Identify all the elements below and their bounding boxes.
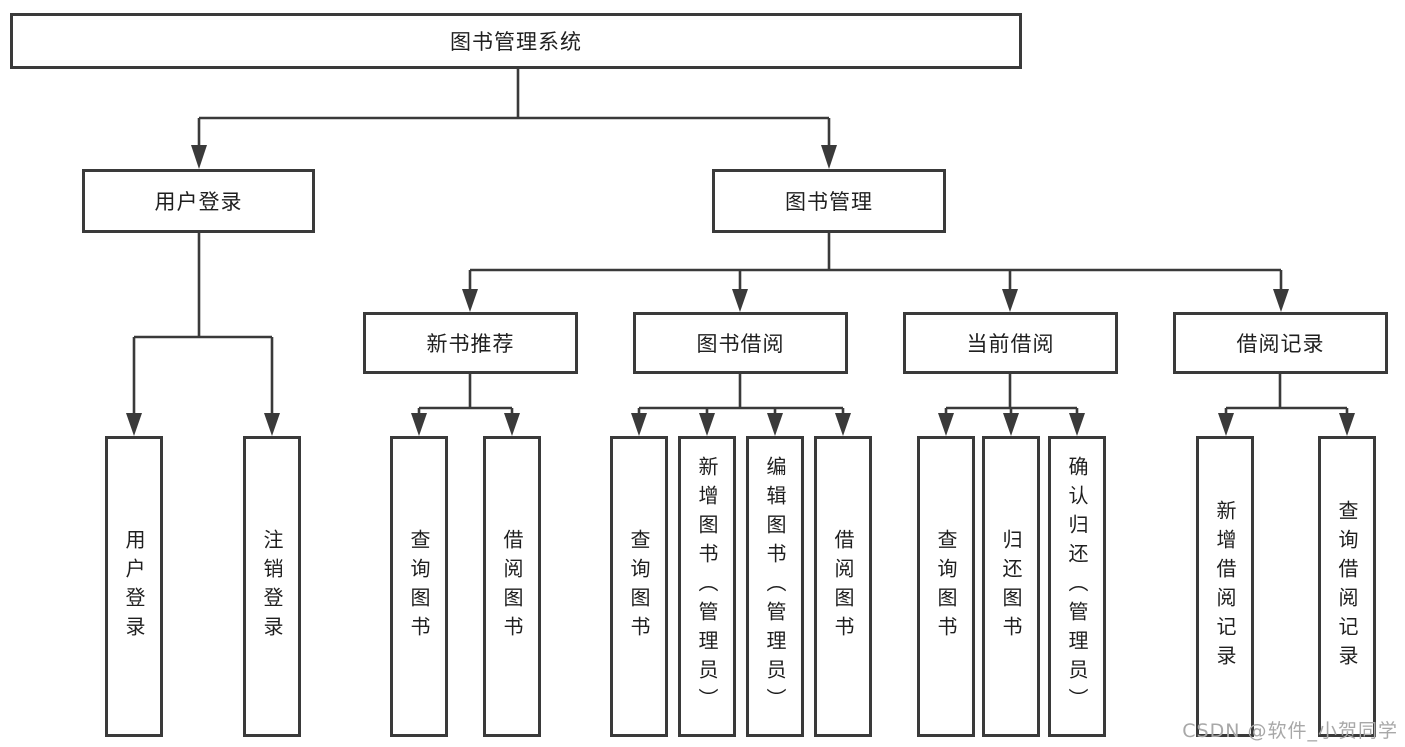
- node-book-borrowing-label: 图书借阅: [696, 332, 785, 356]
- leaf-rec-borrow-book: 借阅图书: [483, 436, 541, 737]
- leaf-br-query-record: 查询借阅记录: [1318, 436, 1376, 737]
- node-user-login: 用户登录: [82, 169, 315, 233]
- leaf-logout-label: 注销登录: [260, 528, 284, 645]
- node-user-login-label: 用户登录: [154, 190, 243, 214]
- leaf-rec-query-book-label: 查询图书: [407, 528, 431, 645]
- node-new-book-recommendation-label: 新书推荐: [426, 332, 515, 356]
- leaf-cb-query-book-label: 查询图书: [934, 528, 958, 645]
- leaf-cb-return-book-label: 归还图书: [999, 528, 1023, 645]
- leaf-bb-query-book-label: 查询图书: [627, 528, 651, 645]
- leaf-br-query-record-label: 查询借阅记录: [1335, 499, 1359, 674]
- node-book-management: 图书管理: [712, 169, 946, 233]
- node-book-borrowing: 图书借阅: [633, 312, 848, 374]
- leaf-cb-confirm-return-admin: 确认归还（管理员）: [1048, 436, 1106, 737]
- leaf-rec-borrow-book-label: 借阅图书: [500, 528, 524, 645]
- leaf-bb-edit-book-admin-label: 编辑图书（管理员）: [763, 456, 787, 717]
- csdn-watermark: CSDN @软件_小贺同学: [1182, 720, 1398, 742]
- leaf-bb-edit-book-admin: 编辑图书（管理员）: [746, 436, 804, 737]
- leaf-bb-borrow-book: 借阅图书: [814, 436, 872, 737]
- leaf-logout: 注销登录: [243, 436, 301, 737]
- node-current-borrowing: 当前借阅: [903, 312, 1118, 374]
- leaf-cb-query-book: 查询图书: [917, 436, 975, 737]
- node-book-management-label: 图书管理: [785, 190, 873, 214]
- leaf-bb-query-book: 查询图书: [610, 436, 668, 737]
- leaf-user-login-label: 用户登录: [122, 528, 146, 645]
- leaf-bb-add-book-admin: 新增图书（管理员）: [678, 436, 736, 737]
- leaf-br-add-record-label: 新增借阅记录: [1213, 499, 1237, 674]
- node-root-label: 图书管理系统: [450, 30, 582, 54]
- leaf-rec-query-book: 查询图书: [390, 436, 448, 737]
- leaf-bb-borrow-book-label: 借阅图书: [831, 528, 855, 645]
- node-new-book-recommendation: 新书推荐: [363, 312, 578, 374]
- node-borrowing-records-label: 借阅记录: [1236, 332, 1325, 356]
- leaf-br-add-record: 新增借阅记录: [1196, 436, 1254, 737]
- node-borrowing-records: 借阅记录: [1173, 312, 1388, 374]
- leaf-bb-add-book-admin-label: 新增图书（管理员）: [695, 456, 719, 717]
- leaf-user-login: 用户登录: [105, 436, 163, 737]
- leaf-cb-return-book: 归还图书: [982, 436, 1040, 737]
- leaf-cb-confirm-return-admin-label: 确认归还（管理员）: [1065, 456, 1089, 717]
- node-current-borrowing-label: 当前借阅: [966, 332, 1055, 356]
- node-root-system: 图书管理系统: [10, 13, 1022, 69]
